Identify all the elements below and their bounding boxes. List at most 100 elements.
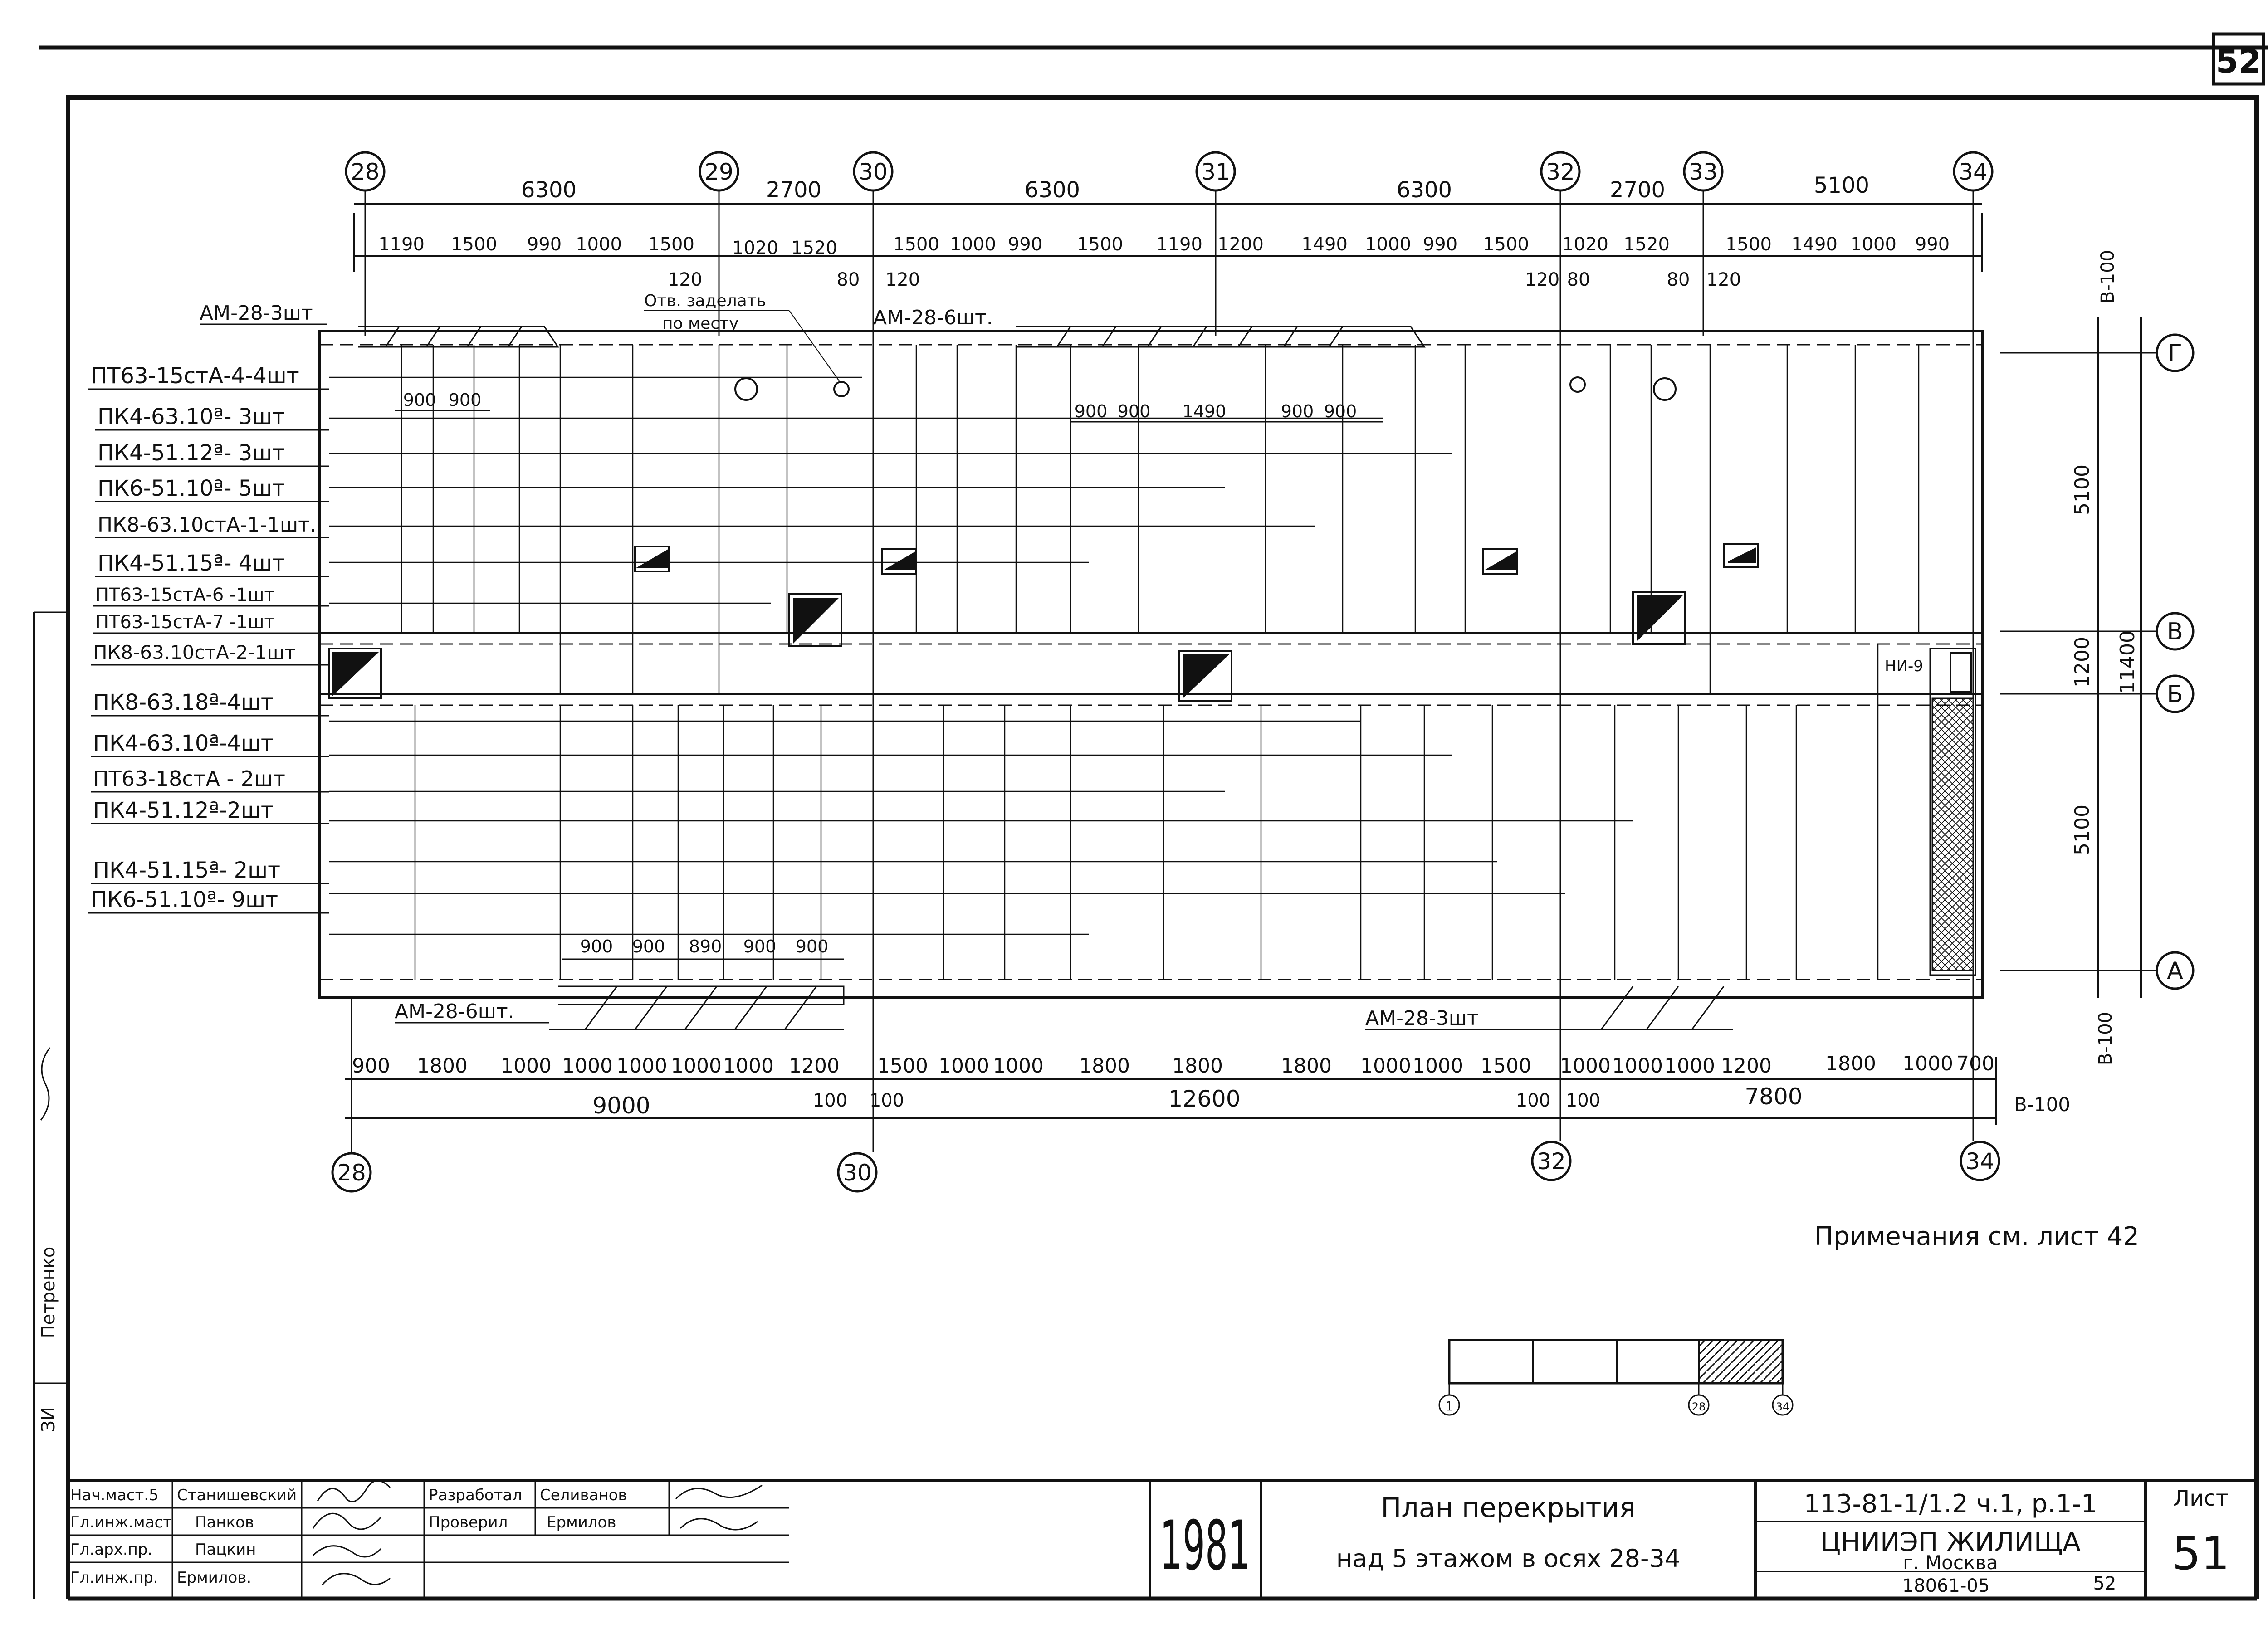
svg-text:900: 900 [743, 937, 777, 956]
top-dimension-lines [353, 203, 1983, 272]
panel-label: ПК4-63.10ª-4шт [93, 731, 274, 756]
svg-text:1000: 1000 [1360, 1054, 1411, 1078]
svg-text:900: 900 [1281, 401, 1314, 421]
svg-text:Отв. заделать: Отв. заделать [644, 292, 766, 310]
bottom-dimension-lines [345, 1057, 1997, 1125]
svg-text:1000: 1000 [950, 234, 996, 255]
panel-label: ПК8-63.10стА-2-1шт [93, 641, 295, 663]
svg-text:120: 120 [885, 269, 920, 290]
axis-bottom-30: 30 [837, 1152, 878, 1193]
svg-text:1000: 1000 [723, 1054, 774, 1078]
panel-label: ПК4-51.15ª- 2шт [93, 858, 280, 883]
tb-bottom-page: 52 [2093, 1573, 2116, 1594]
svg-text:28: 28 [1692, 1400, 1706, 1413]
svg-text:900: 900 [1118, 401, 1151, 421]
title-block: Нач.маст.5 Гл.инж.маст Гл.арх.пр. Гл.инж… [68, 1479, 2257, 1599]
top-dims-row1: 6300 2700 6300 6300 2700 5100 [521, 173, 1869, 203]
svg-text:1000: 1000 [1413, 1054, 1463, 1078]
svg-text:900: 900 [449, 390, 482, 410]
svg-text:890: 890 [689, 937, 722, 956]
svg-text:1000: 1000 [993, 1054, 1044, 1078]
svg-text:80: 80 [1667, 269, 1690, 290]
sheet-frame: 52 [39, 32, 2268, 1601]
svg-text:120: 120 [1706, 269, 1741, 290]
svg-text:29: 29 [704, 159, 733, 185]
svg-text:1500: 1500 [1481, 1054, 1531, 1078]
svg-text:1000: 1000 [1365, 234, 1411, 255]
panel-label: ПТ63-15стА-6 -1шт [95, 585, 275, 605]
svg-text:990: 990 [527, 234, 562, 255]
svg-text:1000: 1000 [562, 1054, 613, 1078]
mark-lower-left: АМ-28-6шт. [395, 1000, 514, 1023]
svg-text:28: 28 [337, 1160, 366, 1186]
svg-text:1000: 1000 [671, 1054, 722, 1078]
svg-text:30: 30 [859, 159, 888, 185]
axis-top-28: 28 [345, 151, 386, 192]
bottom-small-dims: 100 100 100 100 [813, 1090, 1600, 1111]
axis-bottom-34: 34 [1960, 1141, 2000, 1181]
axis-top-30: 30 [853, 151, 894, 192]
tb-role2: Проверил [429, 1513, 508, 1532]
svg-text:1000: 1000 [1902, 1052, 1953, 1075]
svg-text:1000: 1000 [576, 234, 622, 255]
svg-text:900: 900 [403, 390, 436, 410]
panel-label: ПК6-51.10ª- 5шт [98, 476, 285, 501]
svg-text:В: В [2167, 618, 2183, 645]
tb-name: Панков [195, 1513, 254, 1532]
svg-text:31: 31 [1201, 159, 1230, 185]
svg-text:32: 32 [1546, 159, 1575, 185]
side-stamp: Петренко ЗИ [33, 611, 68, 1599]
top-dims-row2: 1190 1500 990 1000 1500 1020 1520 1500 1… [378, 234, 1950, 259]
panel-label: ПК4-51.12ª-2шт [93, 798, 274, 823]
anchor-mark-labels: АМ-28-3шт АМ-28-6шт. АМ-28-6шт. АМ-28-3ш… [200, 302, 1551, 1030]
tb-code: 113-81-1/1.2 ч.1, р.1-1 [1804, 1489, 2097, 1519]
svg-text:1000: 1000 [1850, 234, 1897, 255]
svg-text:1800: 1800 [1281, 1054, 1332, 1078]
svg-text:1000: 1000 [938, 1054, 989, 1078]
slab-joints [401, 345, 1920, 980]
svg-text:990: 990 [1008, 234, 1042, 255]
svg-text:900: 900 [352, 1054, 390, 1078]
svg-text:990: 990 [1423, 234, 1457, 255]
svg-text:33: 33 [1689, 159, 1718, 185]
svg-text:1500: 1500 [1077, 234, 1123, 255]
tb-role2: Разработал [429, 1486, 522, 1504]
panel-labels: ПТ63-15стА-4-4шт ПК4-63.10ª- 3шт ПК4-51.… [88, 363, 329, 914]
tb-name2: Селиванов [540, 1486, 627, 1504]
svg-text:Петренко: Петренко [38, 1247, 59, 1339]
svg-text:2700: 2700 [766, 177, 821, 203]
svg-text:1500: 1500 [648, 234, 694, 255]
floor-openings [328, 376, 1972, 702]
svg-text:1800: 1800 [417, 1054, 468, 1078]
mark-upper-mid: АМ-28-6шт. [873, 306, 993, 329]
svg-text:11400: 11400 [2116, 630, 2139, 694]
svg-text:100: 100 [1516, 1090, 1550, 1111]
svg-text:1500: 1500 [893, 234, 939, 255]
svg-text:1490: 1490 [1301, 234, 1348, 255]
svg-text:1520: 1520 [791, 238, 837, 259]
svg-text:1500: 1500 [1725, 234, 1772, 255]
svg-text:9000: 9000 [592, 1093, 650, 1119]
svg-text:900: 900 [1324, 401, 1357, 421]
svg-text:120: 120 [668, 269, 702, 290]
ni-mark: НИ-9 [1885, 657, 1923, 675]
label-leaders [329, 376, 1633, 935]
svg-text:900: 900 [580, 937, 613, 956]
svg-text:1800: 1800 [1172, 1054, 1223, 1078]
sheet-corner-number: 52 [2216, 42, 2261, 80]
svg-text:по месту: по месту [662, 314, 738, 333]
svg-text:ЗИ: ЗИ [38, 1407, 59, 1432]
svg-text:34: 34 [1776, 1400, 1790, 1413]
axis-right-V: В [2156, 612, 2195, 651]
axis-right-B: Б [2156, 674, 2195, 713]
svg-text:1800: 1800 [1079, 1054, 1130, 1078]
right-dim-texts: 5100 1200 5100 11400 В-100 В-100 [2071, 250, 2139, 1065]
tb-role: Гл.арх.пр. [70, 1541, 152, 1559]
panel-label: ПТ63-15стА-7 -1шт [95, 612, 275, 633]
tb-sheet-label: Лист [2173, 1486, 2229, 1511]
svg-text:30: 30 [843, 1160, 872, 1186]
svg-text:5100: 5100 [1814, 173, 1869, 198]
axis-top-32: 32 [1540, 151, 1581, 192]
svg-text:В-100: В-100 [2014, 1093, 2070, 1116]
